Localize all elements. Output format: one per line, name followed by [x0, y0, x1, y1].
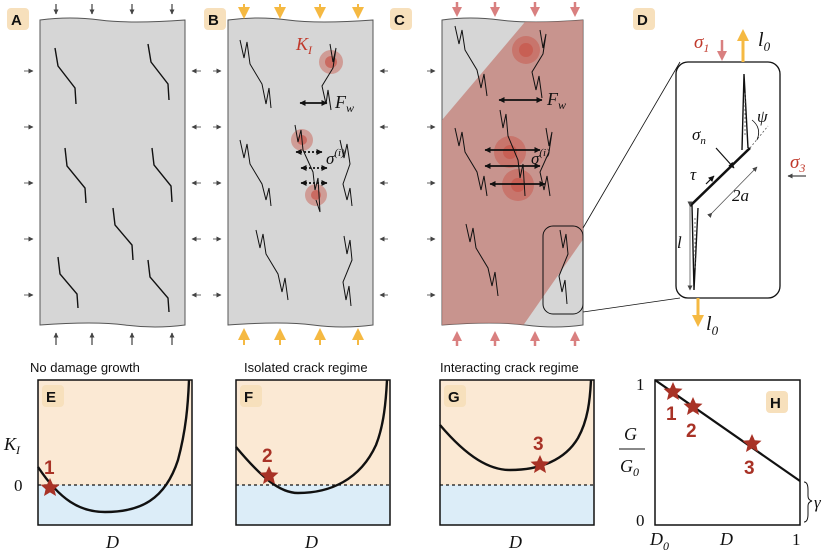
- h-y-one: 1: [636, 375, 645, 394]
- tau-arrow: [705, 175, 715, 185]
- h-x-one: 1: [792, 530, 801, 549]
- panel-h-label: H: [770, 395, 781, 412]
- top-tension-arrows-b: [238, 4, 364, 19]
- bottom-compression-arrows-c: [452, 331, 580, 346]
- wing-cracks-b: [239, 39, 353, 307]
- side-arrows-b: [213, 68, 388, 298]
- panel-c-badge: [390, 8, 412, 30]
- sigma-i-label-b: σ(i): [326, 147, 345, 168]
- star-3-h-label: 3: [744, 458, 755, 479]
- sigma1-label: σ1: [694, 32, 709, 55]
- star-2-h-label: 2: [686, 421, 697, 442]
- l-label: l: [677, 233, 682, 252]
- zoom-box-c: [542, 225, 584, 315]
- panel-b-label: B: [208, 12, 219, 29]
- panel-b: B: [204, 4, 388, 345]
- panel-f-badge: [240, 385, 262, 407]
- panel-d-label: D: [637, 12, 648, 29]
- regime-f-title: Isolated crack regime: [244, 360, 368, 375]
- zero-tick-e: 0: [14, 476, 23, 495]
- sigma-i-label-c: σ(i): [531, 147, 550, 168]
- star-3-g: 3: [530, 434, 550, 473]
- psi-label: ψ: [757, 107, 768, 126]
- panel-b-badge: [204, 8, 226, 30]
- panel-d-badge: [633, 8, 655, 30]
- fw-label-b: Fw: [334, 92, 354, 115]
- panel-e-label: E: [46, 389, 56, 406]
- panel-a-label: A: [11, 12, 22, 29]
- star-2-f-label: 2: [262, 446, 273, 467]
- star-1-e-label: 1: [44, 458, 55, 479]
- specimen-a: [39, 17, 186, 328]
- sigma-n-arrow: [715, 147, 735, 169]
- force-arrows-c: [484, 97, 546, 187]
- ki-axis-label: KI: [3, 434, 21, 457]
- frame-f: [235, 379, 391, 526]
- star-3-g-label: 3: [533, 434, 544, 455]
- bottom-load-arrows-a: [53, 332, 175, 345]
- h-g0-label: G0: [620, 456, 639, 479]
- gamma-label: γ: [814, 493, 822, 512]
- star-3-h: 3: [742, 434, 762, 479]
- side-arrows-a: [24, 68, 201, 298]
- h-d-label: D: [719, 529, 733, 549]
- ki-curve-e: [37, 379, 191, 514]
- d-axis-label-e: D: [105, 532, 119, 552]
- sigma3-label: σ3: [790, 152, 805, 175]
- side-arrows-c: [427, 68, 436, 298]
- star-1-h: 1: [663, 382, 683, 425]
- d-axis-label-f: D: [304, 532, 318, 552]
- lower-region-g: [440, 485, 594, 525]
- h-d0-label: D0: [649, 529, 669, 553]
- panel-f-label: F: [244, 389, 253, 406]
- frame-g: [439, 379, 595, 526]
- h-g-label: G: [624, 424, 637, 444]
- gamma-brace: [803, 481, 813, 523]
- stress-concentration-spots-c: [494, 36, 540, 201]
- panel-c: C: [390, 2, 584, 346]
- panel-a: A: [7, 4, 201, 345]
- regime-e-title: No damage growth: [30, 360, 140, 375]
- panel-c-label: C: [394, 12, 405, 29]
- h-y-zero: 0: [636, 511, 645, 530]
- star-1-e: 1: [40, 458, 60, 496]
- panel-a-badge: [7, 8, 29, 30]
- top-load-arrows-a: [53, 4, 175, 15]
- frame-e: [37, 379, 193, 526]
- d-axis-label-g: D: [508, 532, 522, 552]
- cracks-a: [54, 43, 173, 313]
- ki-label-b: KI: [295, 34, 313, 57]
- panel-d: D σ1 σ3 l0 l0 ψ σn τ 2a l: [633, 8, 806, 338]
- g-ratio-line: [654, 379, 801, 482]
- panel-g: G D 3: [439, 379, 595, 552]
- psi-angle-arc: [751, 119, 760, 141]
- sigma-n-label: σn: [692, 125, 706, 147]
- panel-f: F D 2: [235, 379, 391, 552]
- panel-h: H 1 0 G G0 D0 D 1 γ 1 2 3: [619, 375, 822, 553]
- l0-top-label: l0: [758, 29, 771, 54]
- top-compression-arrows-c: [452, 2, 580, 17]
- ki-curve-f: [235, 379, 389, 495]
- panel-e: E KI 0 D 1: [3, 379, 193, 552]
- panel-h-badge: [766, 391, 788, 413]
- star-2-f: 2: [259, 446, 279, 484]
- two-a-dimension: [707, 166, 758, 218]
- star-1-h-label: 1: [666, 404, 677, 425]
- tau-label: τ: [690, 165, 697, 184]
- panel-g-label: G: [448, 389, 460, 406]
- l0-bottom-label: l0: [706, 313, 719, 338]
- zoom-connectors: [582, 61, 681, 313]
- star-2-h: 2: [683, 397, 703, 442]
- fw-label-c: Fw: [546, 89, 566, 112]
- bottom-tension-arrows-b: [238, 328, 364, 345]
- two-a-label: 2a: [732, 186, 749, 205]
- panel-g-badge: [444, 385, 466, 407]
- wing-hatching-d: [694, 92, 769, 270]
- force-arrows-b: [295, 100, 328, 186]
- regime-g-title: Interacting crack regime: [440, 360, 579, 375]
- panel-e-badge: [42, 385, 64, 407]
- stress-concentration-spots-b: [291, 50, 343, 206]
- lower-region-e: [38, 485, 192, 525]
